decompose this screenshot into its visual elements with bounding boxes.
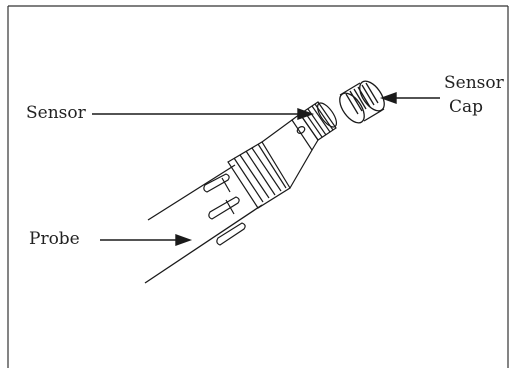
sensor-cap-label-line1: Sensor: [444, 73, 504, 93]
probe-nose: [262, 114, 318, 188]
sensor-cap-label-line2: Cap: [449, 97, 483, 117]
sensor-cap: [335, 77, 389, 127]
sensor-tip: [300, 100, 340, 140]
probe-slots: [204, 174, 245, 245]
sensor-label: Sensor: [26, 103, 86, 123]
probe-label: Probe: [29, 229, 80, 249]
probe-arrowhead: [176, 235, 190, 245]
